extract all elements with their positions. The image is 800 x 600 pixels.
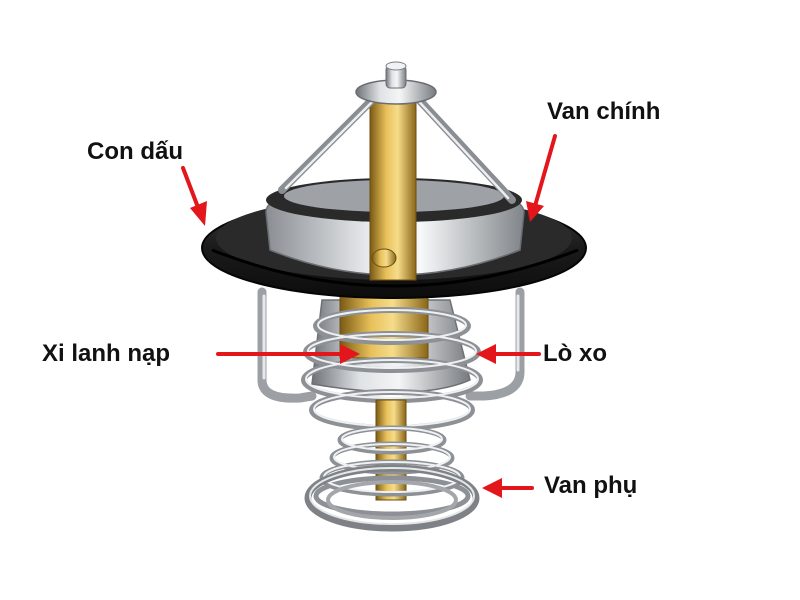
arrow-main-valve — [526, 134, 557, 222]
callout-arrows — [181, 134, 557, 498]
thermostat-illustration — [201, 61, 587, 532]
upper-bridge — [278, 86, 516, 204]
arrow-bypass-valve — [482, 478, 534, 498]
arrow-cylinder — [216, 344, 360, 364]
label-main-valve: Van chính — [547, 98, 661, 125]
label-cylinder: Xi lanh nạp — [42, 340, 171, 367]
upper-piston — [369, 89, 417, 281]
label-spring: Lò xo — [543, 340, 607, 367]
label-seal: Con dấu — [87, 138, 183, 165]
brass-core — [339, 289, 429, 359]
label-bypass-valve: Van phụ — [544, 472, 638, 499]
arrow-seal — [181, 166, 207, 226]
arrow-spring — [476, 344, 541, 364]
lower-frame — [257, 287, 525, 403]
